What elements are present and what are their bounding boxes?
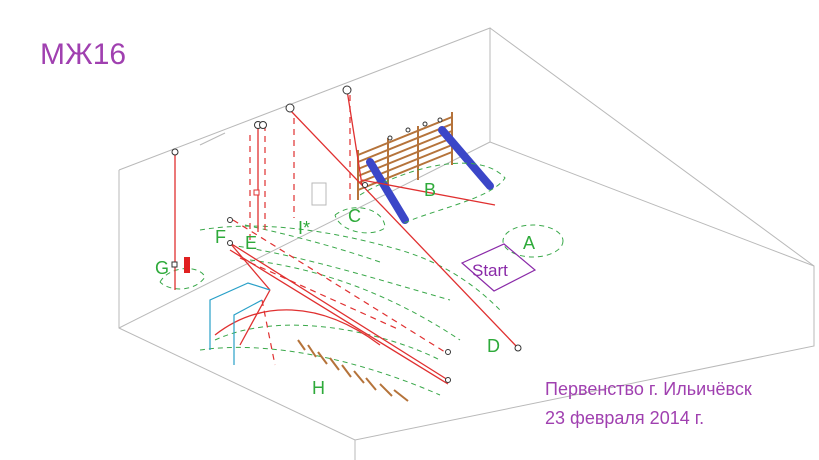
zone-label-f: F [215, 227, 226, 247]
diagram-title: МЖ16 [40, 38, 126, 71]
zone-label-h: H [312, 378, 325, 398]
start-label: Start [472, 261, 508, 280]
zone-label-c: C [348, 206, 361, 226]
red-marker [184, 257, 190, 273]
zone-label-g: G [155, 258, 169, 278]
blue-logs [366, 126, 494, 224]
zone-label-a: A [523, 233, 535, 253]
zone-label-b: B [424, 180, 436, 200]
steps [297, 339, 409, 402]
room-wireframe [118, 27, 815, 460]
zone-label-e: E [245, 233, 257, 253]
caption-line-2: 23 февраля 2014 г. [545, 408, 704, 428]
caption-line-1: Первенство г. Ильичёвск [545, 379, 752, 399]
cyan-rails [209, 282, 271, 365]
zone-boundaries [159, 162, 564, 396]
pulleys [171, 85, 522, 383]
zone-label-i: I* [298, 218, 310, 238]
start-zone [460, 243, 537, 292]
wooden-wall-structure [357, 112, 453, 200]
zone-label-d: D [487, 336, 500, 356]
